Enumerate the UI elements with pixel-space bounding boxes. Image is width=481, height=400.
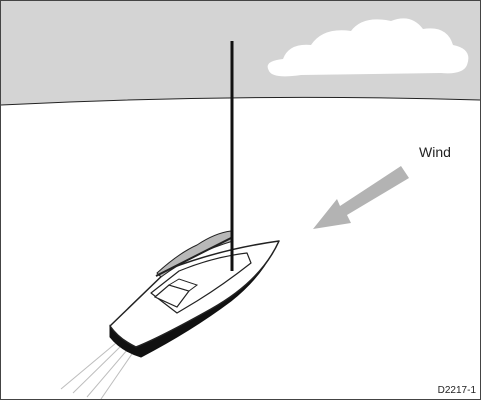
wind-label: Wind <box>419 144 451 160</box>
boat-wake <box>61 343 134 399</box>
wind-arrow <box>313 166 409 229</box>
figure-code: D2217-1 <box>438 385 476 396</box>
